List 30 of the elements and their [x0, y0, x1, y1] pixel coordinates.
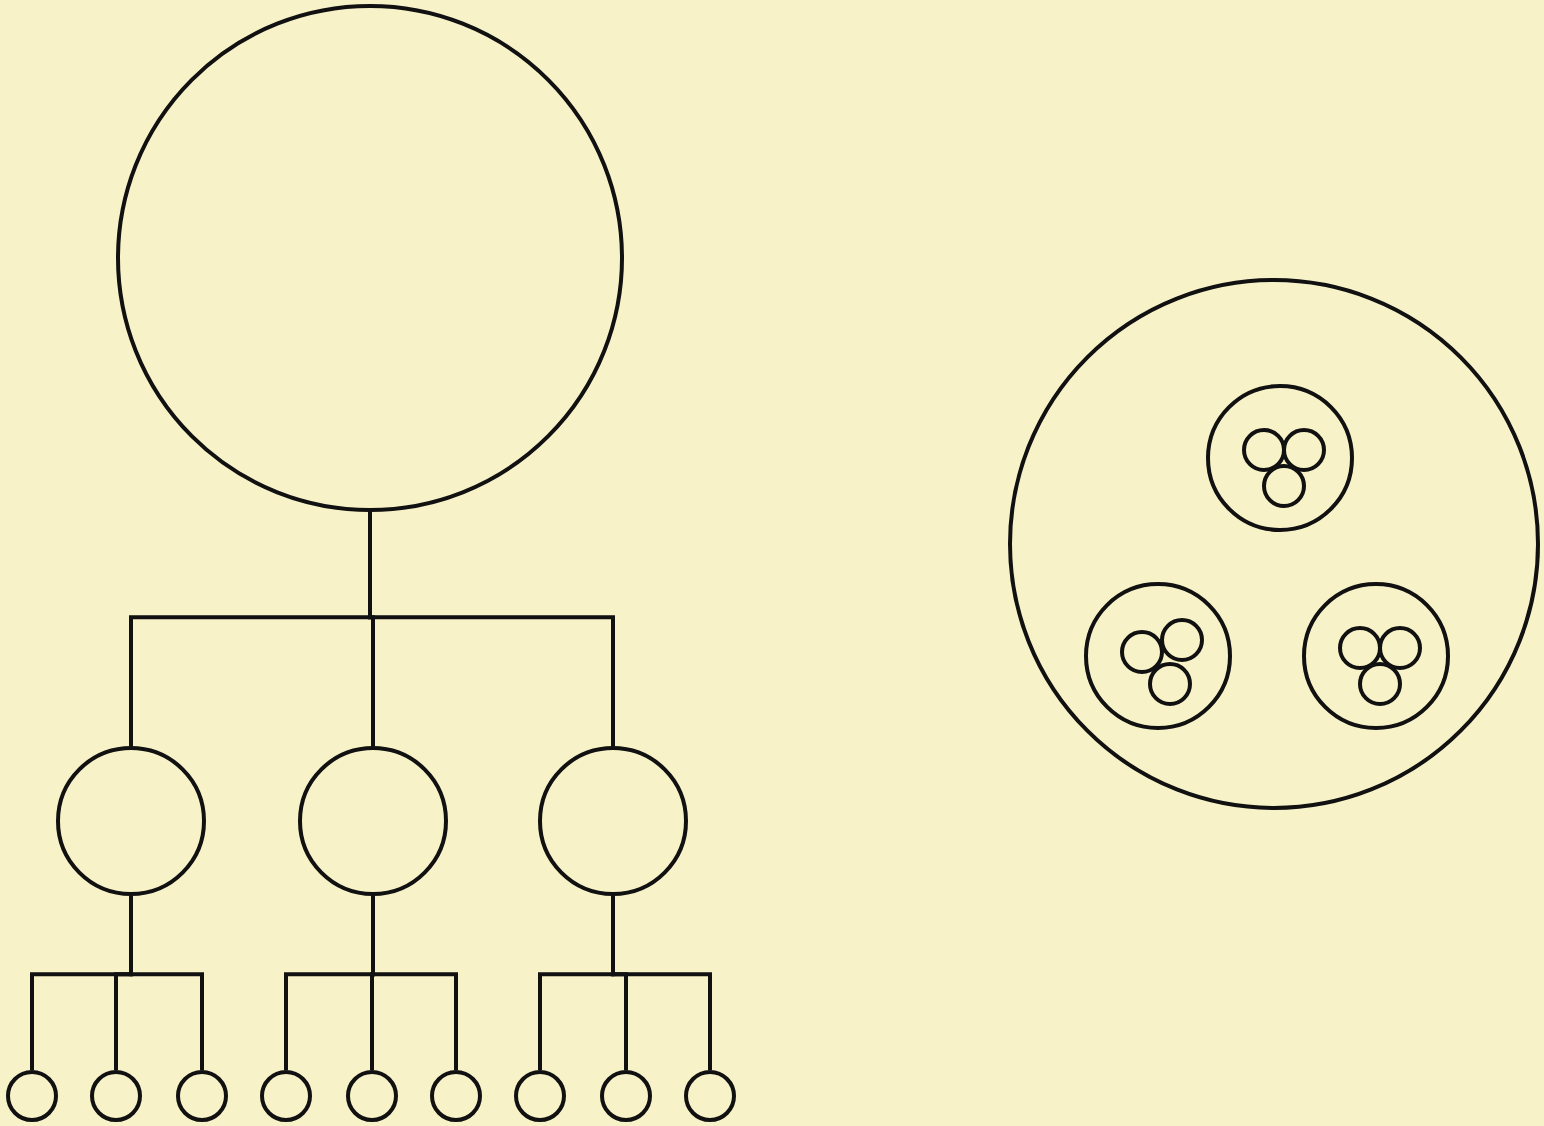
circle-node: [684, 1070, 736, 1122]
bracket-line: [371, 896, 458, 1070]
circle-node: [538, 746, 688, 896]
circle-node: [1160, 618, 1204, 662]
circle-node: [1084, 582, 1232, 730]
circle-node: [260, 1070, 312, 1122]
circle-node: [1338, 626, 1382, 670]
circle-node: [430, 1070, 482, 1122]
circle-node: [1378, 626, 1422, 670]
circle-node: [1358, 662, 1402, 706]
circle-node: [298, 746, 448, 896]
circle-node: [1008, 278, 1540, 810]
circle-node: [514, 1070, 566, 1122]
bracket-line: [129, 896, 204, 1070]
circle-node: [1262, 464, 1306, 508]
circle-node: [56, 746, 206, 896]
circle-node: [116, 4, 624, 512]
bracket-line: [611, 896, 712, 1070]
circle-node: [346, 1070, 398, 1122]
bracket-line: [368, 512, 615, 746]
circle-node: [90, 1070, 142, 1122]
circle-node: [1242, 428, 1286, 472]
circle-node: [1206, 384, 1354, 532]
circle-node: [600, 1070, 652, 1122]
circle-node: [176, 1070, 228, 1122]
circle-node: [1120, 630, 1164, 674]
circle-node: [1282, 428, 1326, 472]
circle-node: [1302, 582, 1450, 730]
circle-node: [6, 1070, 58, 1122]
circle-node: [1148, 662, 1192, 706]
